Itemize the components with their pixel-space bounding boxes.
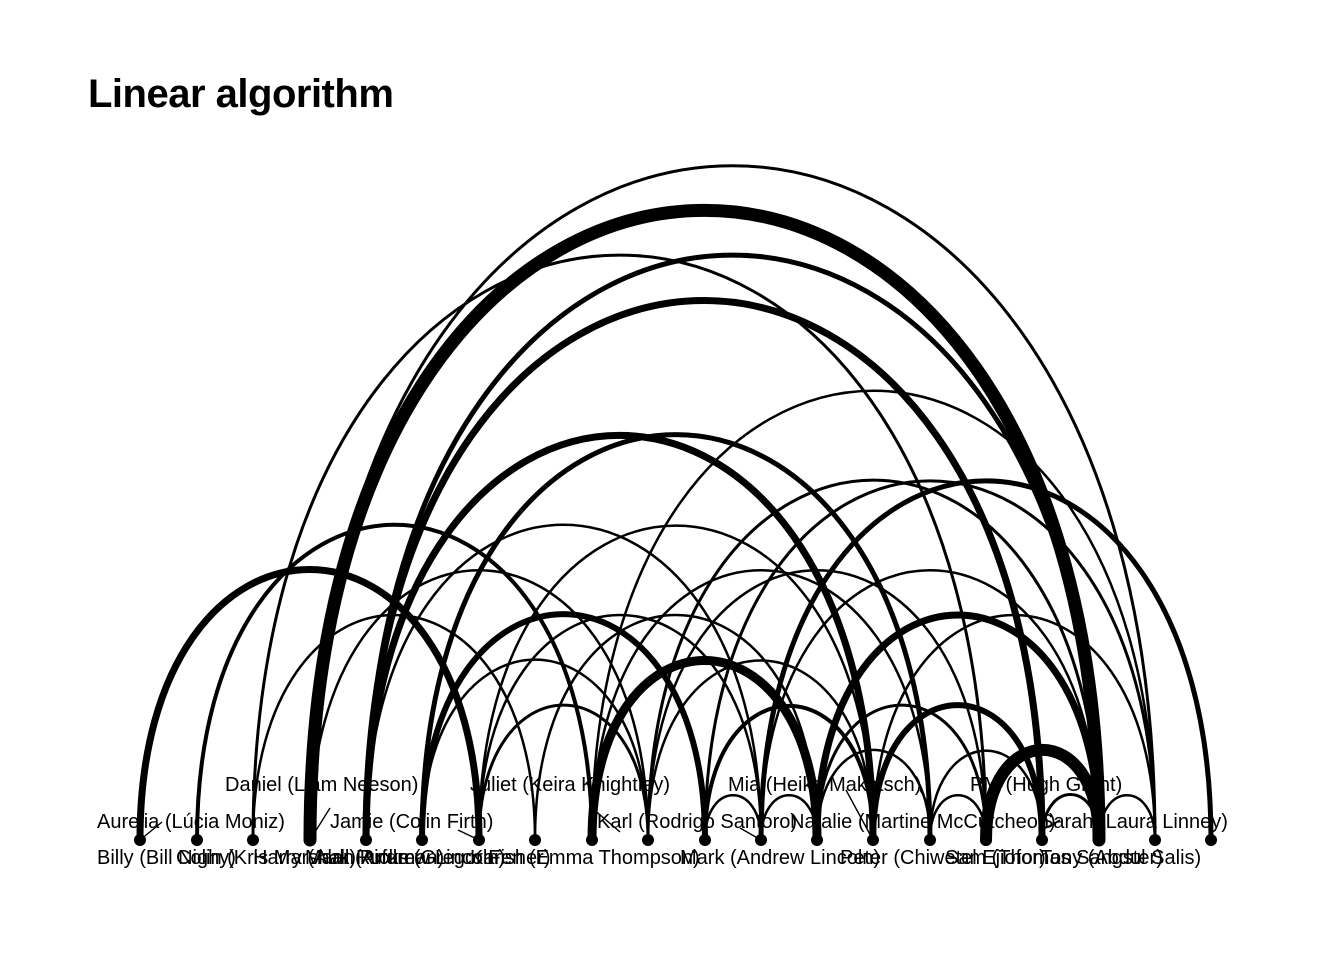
edge-arc — [871, 613, 1157, 842]
edge-arc — [363, 252, 1102, 843]
edge-arc — [646, 478, 1101, 842]
edge-arc — [815, 703, 988, 842]
node-point — [867, 834, 879, 846]
edge-arc — [870, 702, 1045, 843]
label-leader-line — [591, 807, 621, 833]
leaders-layer — [139, 789, 1061, 841]
edge-arc — [759, 569, 1101, 842]
node-point — [473, 834, 485, 846]
node-point — [811, 834, 823, 846]
node-label: Rufus (Gregor Fisher) — [356, 847, 551, 869]
label-leader-line — [845, 789, 874, 841]
edge-arc — [980, 744, 1105, 846]
node-point — [1205, 834, 1217, 846]
node-label: Tony (Abdul Salis) — [1040, 847, 1201, 869]
label-leader-line — [919, 789, 931, 807]
node-label: PM (Hugh Grant) — [970, 774, 1122, 796]
node-point — [1149, 834, 1161, 846]
edge-arc — [362, 431, 877, 844]
edge-arc — [1040, 793, 1101, 842]
node-label: Billy (Bill Nighy) — [97, 847, 236, 869]
labels-layer: Billy (Bill Nighy)Colin (Kris Marshall)H… — [97, 774, 1228, 869]
edge-arc — [758, 478, 1214, 843]
node-label: Peter (Chiwetel Ejiofor) — [840, 847, 1046, 869]
edge-arc — [420, 658, 650, 842]
node-label: Mark (Andrew Lincoln) — [305, 847, 505, 869]
node-point — [980, 834, 992, 846]
edge-arc — [703, 794, 763, 842]
node-point — [586, 834, 598, 846]
edge-arc — [362, 297, 1046, 844]
node-point — [304, 834, 316, 846]
edge-arc — [587, 656, 822, 845]
node-label: Karen (Emma Thompson) — [470, 847, 700, 869]
edge-arc — [251, 253, 988, 842]
node-label: Jamie (Colin Firth) — [330, 811, 493, 833]
node-point — [247, 834, 259, 846]
node-point — [416, 834, 428, 846]
node-point — [699, 834, 711, 846]
node-point — [1093, 834, 1105, 846]
edge-arc — [759, 794, 819, 842]
node-point — [1036, 834, 1048, 846]
node-point — [191, 834, 203, 846]
edge-arc — [195, 522, 594, 842]
edge-arc — [928, 749, 1044, 842]
edge-arc — [364, 523, 763, 842]
edge-arc — [308, 164, 1157, 842]
node-point — [755, 834, 767, 846]
node-label: Sam (Thomas Sangster) — [945, 847, 1163, 869]
node-label: Harry (Alan Rickman) — [253, 847, 444, 869]
node-label: Natalie (Martine McCutcheon) — [790, 811, 1056, 833]
node-point — [360, 834, 372, 846]
node-label: Juliet (Keira Knightley) — [470, 774, 670, 796]
edge-arc — [477, 524, 875, 842]
node-point — [642, 834, 654, 846]
node-label: Sarah (Laura Linney) — [1040, 811, 1228, 833]
edge-arc — [308, 569, 650, 842]
edge-arc — [136, 566, 483, 844]
edge-arc — [590, 389, 1157, 842]
node-label: Colin (Kris Marshall) — [176, 847, 356, 869]
edge-arc — [419, 611, 708, 843]
edge-arc — [646, 659, 875, 842]
edge-arc — [703, 479, 1157, 842]
edge-arc — [477, 613, 763, 842]
label-leader-line — [309, 807, 331, 841]
edge-arc — [251, 613, 537, 842]
nodes-layer — [134, 834, 1217, 846]
edge-arc — [813, 611, 1103, 844]
arcs-layer — [136, 164, 1214, 847]
plot-title: Linear algorithm — [88, 72, 394, 116]
node-point — [529, 834, 541, 846]
edge-arc — [815, 748, 932, 842]
node-point — [134, 834, 146, 846]
edge-arc — [703, 704, 875, 842]
label-leader-line — [1041, 819, 1061, 831]
edge-arc — [477, 703, 650, 842]
edge-arc — [533, 613, 819, 842]
node-label: Karl (Rodrigo Santoro) — [597, 811, 797, 833]
edge-arc — [1097, 794, 1157, 842]
node-label: Mark (Andrew Lincoln) — [680, 847, 880, 869]
node-label: Aurelia (Lúcia Moniz) — [97, 811, 285, 833]
node-label: Daniel (Liam Neeson) — [225, 774, 418, 796]
node-label: Mia (Heike Makatsch) — [728, 774, 921, 796]
node-point — [924, 834, 936, 846]
edge-arc — [303, 203, 1106, 847]
